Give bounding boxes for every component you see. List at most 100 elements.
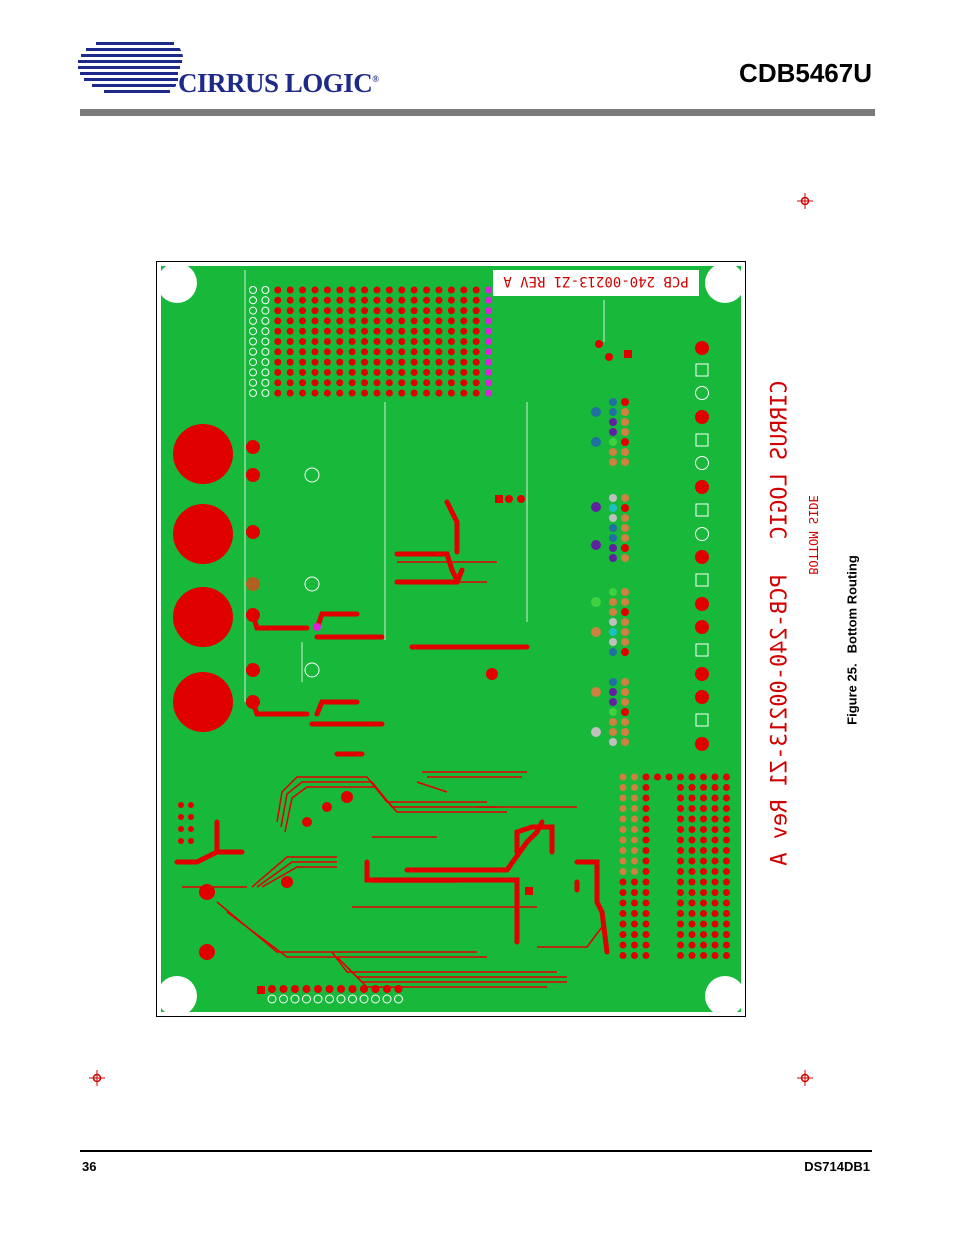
via-pad — [711, 941, 719, 949]
via-pad — [700, 920, 707, 928]
via-pad — [591, 437, 601, 447]
via-pad — [371, 985, 380, 993]
via-pad — [373, 317, 381, 325]
cirrus-logic-logo — [78, 38, 358, 108]
via-pad — [677, 794, 684, 802]
via-pad — [267, 994, 277, 1004]
page-number: 36 — [82, 1159, 97, 1174]
via-pad — [398, 389, 406, 397]
square-pad — [695, 573, 709, 587]
via-pad — [435, 327, 443, 335]
via-pad — [609, 458, 617, 466]
via-pad — [385, 307, 393, 315]
via-pad — [290, 994, 300, 1004]
via-pad — [677, 857, 684, 865]
via-pad — [423, 296, 431, 304]
via-pad — [472, 296, 480, 304]
via-pad — [336, 379, 344, 387]
via-pad — [609, 618, 617, 626]
via-pad — [621, 418, 629, 426]
via-pad — [410, 296, 418, 304]
via-pad — [642, 941, 650, 949]
via-pad — [348, 358, 356, 366]
via-pad — [336, 327, 344, 335]
via-pad — [642, 847, 650, 854]
via-pad — [711, 899, 719, 907]
via-pad — [723, 889, 730, 896]
via-pad — [642, 920, 650, 928]
via-pad — [286, 379, 294, 387]
via-pad — [385, 296, 393, 304]
via-pad — [723, 773, 730, 781]
via-pad — [711, 836, 719, 844]
via-pad — [311, 348, 319, 356]
via-pad — [385, 286, 393, 294]
via-pad — [695, 410, 709, 424]
via-pad — [472, 348, 480, 356]
via-pad — [249, 296, 257, 305]
figure-label: Figure 25. — [844, 663, 860, 725]
via-pad — [311, 368, 319, 376]
via-pad — [410, 307, 418, 315]
via-pad — [621, 438, 629, 446]
via-pad — [348, 307, 356, 315]
via-pad — [261, 358, 270, 367]
via-pad — [447, 307, 455, 315]
via-pad — [302, 994, 311, 1004]
via-pad — [472, 368, 480, 376]
via-pad — [249, 389, 257, 397]
via-pad — [249, 358, 257, 367]
via-pad — [723, 805, 730, 812]
via-pad — [311, 317, 319, 325]
via-pad — [619, 889, 627, 896]
via-pad — [711, 889, 719, 896]
via-pad — [447, 317, 455, 325]
via-pad — [619, 952, 627, 959]
via-pad — [688, 910, 696, 917]
via-pad — [711, 868, 719, 875]
via-pad — [299, 307, 307, 315]
via-pad — [609, 554, 617, 562]
via-pad — [373, 348, 381, 356]
via-pad — [642, 910, 650, 917]
via-pad — [695, 597, 709, 611]
via-pad — [385, 358, 393, 366]
via-pad — [609, 514, 617, 522]
via-pad — [609, 524, 617, 532]
via-pad — [485, 317, 493, 325]
via-pad — [485, 389, 493, 397]
via-pad — [435, 389, 443, 397]
via-pad — [621, 504, 629, 512]
via-pad — [361, 338, 369, 345]
via-pad — [677, 805, 684, 812]
via-pad — [447, 296, 455, 304]
via-pad — [619, 805, 627, 812]
via-pad — [394, 994, 403, 1004]
via-pad — [286, 389, 294, 397]
via-pad — [373, 296, 381, 304]
via-pad — [385, 317, 393, 325]
via-pad — [619, 931, 627, 938]
via-pad — [642, 826, 650, 833]
via-pad — [621, 628, 629, 636]
via-pad — [423, 379, 431, 387]
via-pad — [472, 379, 480, 387]
via-pad — [642, 836, 650, 844]
via-pad — [279, 985, 288, 993]
via-pad — [619, 910, 627, 917]
via-pad — [261, 337, 270, 346]
via-pad — [591, 407, 601, 417]
via-pad — [700, 784, 707, 791]
via-pad — [279, 994, 288, 1004]
via-pad — [348, 327, 356, 335]
via-pad — [435, 307, 443, 315]
via-pad — [299, 286, 307, 294]
via-pad — [711, 857, 719, 865]
via-pad — [688, 857, 696, 865]
via-pad — [677, 826, 684, 833]
via-pad — [677, 920, 684, 928]
via-pad — [619, 794, 627, 802]
via-pad — [398, 379, 406, 387]
board-silk-company: CIRRUS LOGIC — [767, 380, 793, 540]
via-pad — [631, 794, 638, 802]
